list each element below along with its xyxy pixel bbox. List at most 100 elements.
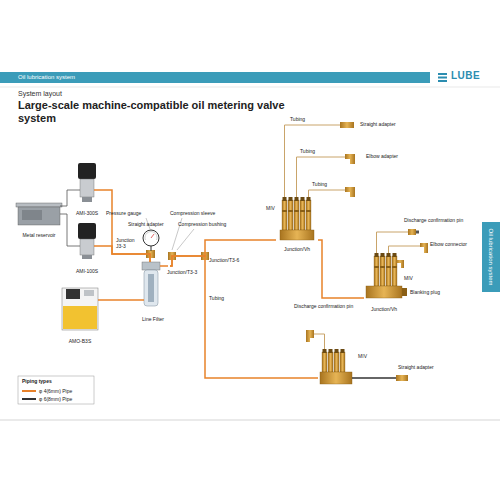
- tubing: [285, 125, 341, 198]
- junction-block: Junction/Vh: [364, 284, 404, 312]
- part-label: Junction/T3-3: [167, 270, 197, 276]
- metering-valve-stack: [380, 253, 385, 286]
- tubing: [297, 157, 346, 198]
- pin-fitting: [408, 229, 416, 235]
- pipe-line: [104, 246, 150, 262]
- node-text: AMI-100S: [76, 269, 98, 275]
- tubing: [377, 232, 409, 254]
- legend-text: φ 6(8mm) Pipe: [39, 396, 72, 402]
- part-label: Tubing: [290, 117, 305, 123]
- part-label: Compression bushing: [178, 222, 226, 228]
- part-label: Pressure gauge: [106, 211, 141, 217]
- node-text: AMO-B3S: [69, 339, 92, 345]
- line-filter-figure: [160, 265, 168, 267]
- page-title: Large-scale machine-compatible oil meter…: [18, 99, 318, 124]
- tubing: [309, 190, 346, 198]
- pump-figure: [70, 163, 104, 202]
- node-text: Oil lubrication system: [18, 74, 75, 81]
- part-label: Discharge confirmation pin: [404, 218, 463, 224]
- line-filter-figure: [148, 274, 154, 302]
- metering-valve-stack: [306, 330, 408, 384]
- metering-valve-stack: [280, 230, 314, 240]
- header-band: Oil lubrication system: [0, 72, 430, 83]
- pump-figure: [78, 223, 96, 239]
- metering-valve-stack: [300, 197, 305, 230]
- part-label: System layout: [18, 90, 62, 98]
- tubing: [314, 334, 325, 350]
- line-filter-figure: [142, 262, 160, 270]
- valve-assembly: MIV: [318, 348, 370, 390]
- legend-swatch: [22, 390, 36, 392]
- pump-figure: [70, 246, 80, 247]
- metal-reservoir-figure: [18, 207, 60, 225]
- legend: φ 4(6mm) Pipe φ 6(8mm) Pipe: [22, 387, 72, 403]
- node-text: AMI-300S: [76, 211, 98, 217]
- pipe-line: [64, 190, 70, 206]
- metering-valve-stack: [322, 349, 327, 372]
- metering-valve-stack: [282, 197, 287, 230]
- part-label: Elbow adapter: [366, 154, 398, 160]
- junction-block: Junction/Vh: [276, 228, 318, 252]
- pump-unit: AMI-300S: [70, 160, 104, 216]
- legend-frame: [18, 376, 94, 404]
- tank-unit: AMO-B3S: [56, 284, 104, 344]
- metering-valve-stack: [374, 253, 379, 286]
- part-label: Straight adapter: [398, 365, 434, 371]
- metering-valve-stack: [294, 197, 299, 230]
- metering-valve-stack: [334, 349, 339, 372]
- part-label: Straight adapter: [128, 222, 164, 228]
- oil-tank-figure: [66, 289, 80, 299]
- tubing: [389, 246, 421, 254]
- part-label: Tubing: [300, 149, 315, 155]
- part-label: Elbow connector: [430, 242, 467, 248]
- part-label: Tubing: [209, 296, 224, 302]
- reservoir-unit: Metal reservoir: [14, 200, 64, 238]
- pin-fitting: [396, 260, 404, 268]
- pump-figure: [78, 163, 96, 179]
- legend-text: φ 4(6mm) Pipe: [39, 388, 72, 394]
- filter-unit: Line Filter: [136, 262, 170, 322]
- node-text: Line Filter: [142, 317, 164, 323]
- pump-figure: [94, 189, 104, 191]
- metering-valve-stack: [288, 197, 293, 230]
- metal-reservoir-figure: [16, 203, 64, 225]
- metering-valve-stack: [402, 288, 407, 296]
- metering-valve-stack: [352, 377, 396, 378]
- metering-valve-stack: [328, 349, 333, 372]
- metal-reservoir-figure: [16, 203, 62, 207]
- pump-unit: AMI-100S: [70, 220, 104, 274]
- metal-reservoir-figure: [22, 210, 42, 220]
- pump-figure: [70, 223, 104, 259]
- part-label: Compression sleeve: [170, 211, 215, 217]
- metal-reservoir-figure: [60, 214, 64, 215]
- metering-valve-stack: [366, 253, 407, 298]
- oil-tank-figure: [63, 306, 97, 329]
- node-text: Metal reservoir: [22, 233, 55, 239]
- pressure-gauge-figure: [151, 246, 152, 251]
- metering-valve-stack: [396, 375, 408, 381]
- pin-fitting: [396, 229, 428, 268]
- part-label: MIV: [266, 206, 275, 212]
- page-rules: [0, 87, 500, 420]
- metering-valve-stack: [320, 372, 352, 384]
- oil-tank-figure: [62, 288, 98, 330]
- metal-reservoir-figure: [60, 206, 64, 207]
- part-label: Junction J3-3: [116, 238, 140, 250]
- logo-mark: [438, 73, 447, 75]
- pump-figure: [80, 179, 94, 197]
- line-filter-figure: [136, 250, 168, 306]
- pressure-gauge-figure: [151, 234, 154, 238]
- part-label: Piping types: [22, 379, 52, 385]
- legend-swatch: [22, 398, 36, 400]
- metering-valve-stack: [306, 197, 311, 230]
- pipe-line: [170, 240, 276, 266]
- pump-figure: [82, 255, 92, 259]
- node-text: Junction/Vh: [371, 307, 397, 313]
- pressure-gauge-figure: [143, 230, 159, 251]
- pipe-line: [104, 299, 136, 301]
- pump-figure: [70, 190, 80, 191]
- metering-valve-stack: [392, 253, 397, 286]
- pump-figure: [82, 197, 92, 202]
- adapter-fitting: [340, 122, 354, 128]
